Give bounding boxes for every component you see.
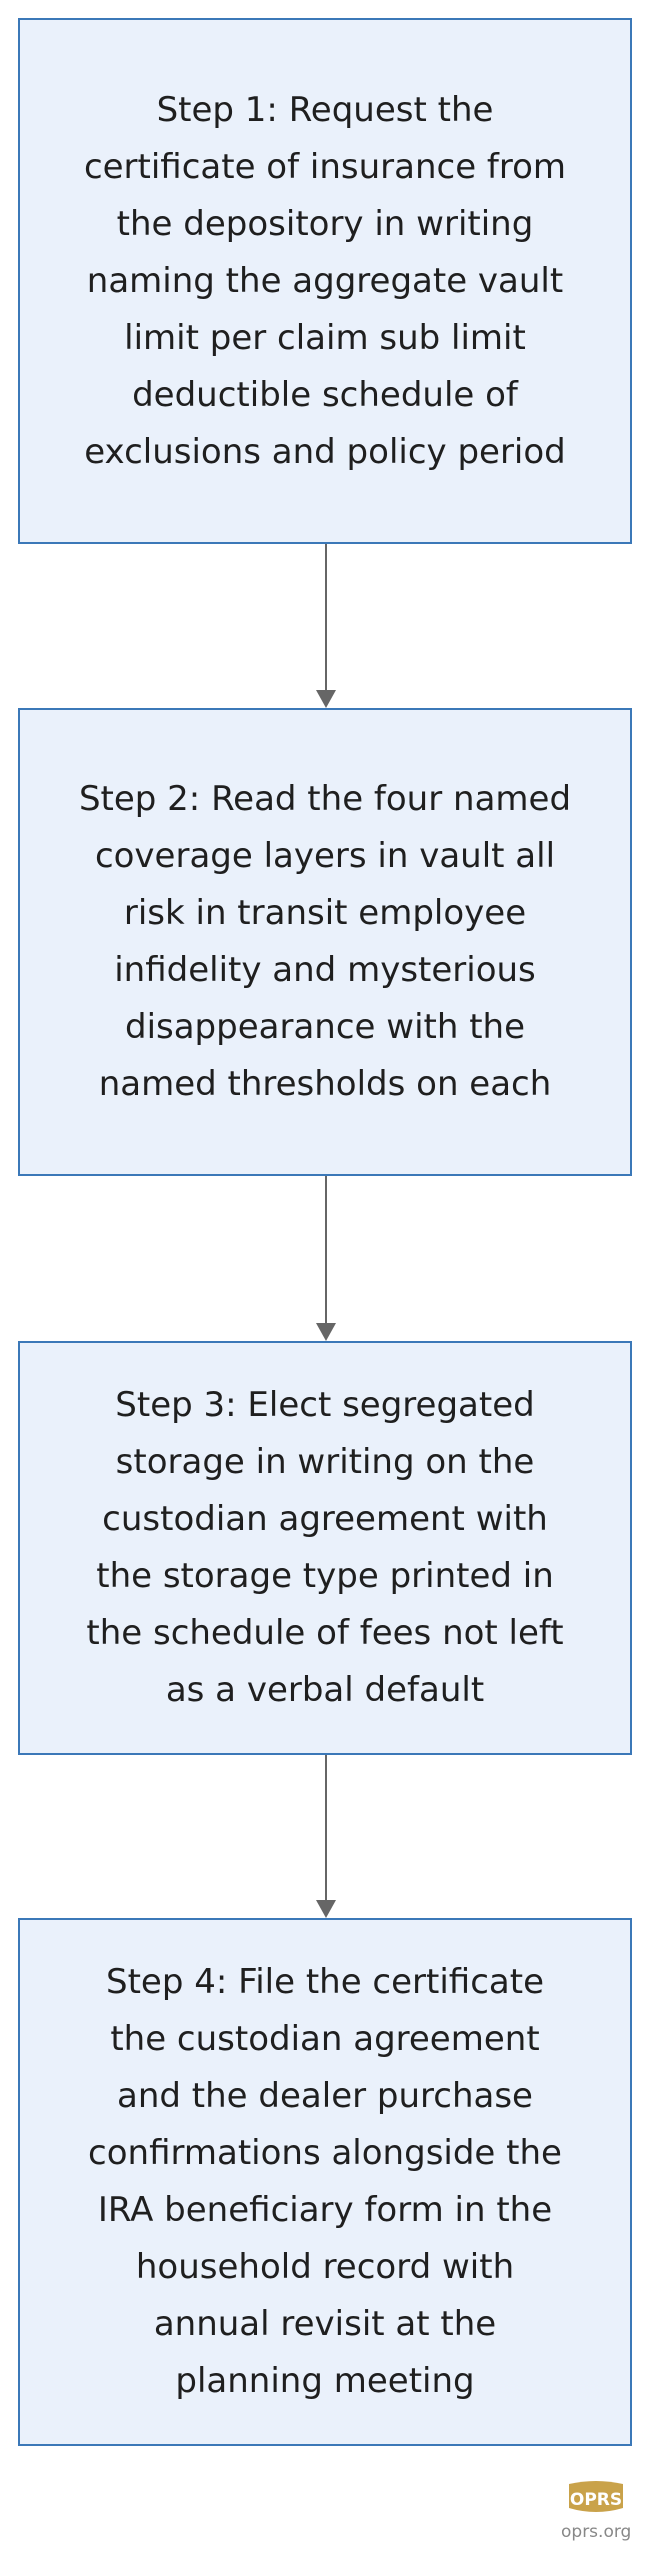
footer-url: oprs.org [561,2522,632,2542]
step-4-text: Step 4: File the certificate the custodi… [88,1962,562,2401]
step-4-box: Step 4: File the certificate the custodi… [18,1918,632,2446]
footer-logo: OPRS oprs.org [561,2478,631,2542]
step-3-box: Step 3: Elect segregated storage in writ… [18,1341,632,1755]
step-1-box: Step 1: Request the certificate of insur… [18,18,632,544]
oprs-logo-icon: OPRS [569,2481,623,2512]
logo-text: OPRS [570,2490,622,2510]
step-2-text: Step 2: Read the four named coverage lay… [78,779,572,1104]
arrow-step2-to-step3 [316,1176,336,1341]
arrow-step1-to-step2 [316,544,336,708]
step-1-text: Step 1: Request the certificate of insur… [83,89,567,472]
arrow-step3-to-step4 [316,1755,336,1918]
step-3-text: Step 3: Elect segregated storage in writ… [86,1385,564,1710]
step-2-box: Step 2: Read the four named coverage lay… [18,708,632,1176]
